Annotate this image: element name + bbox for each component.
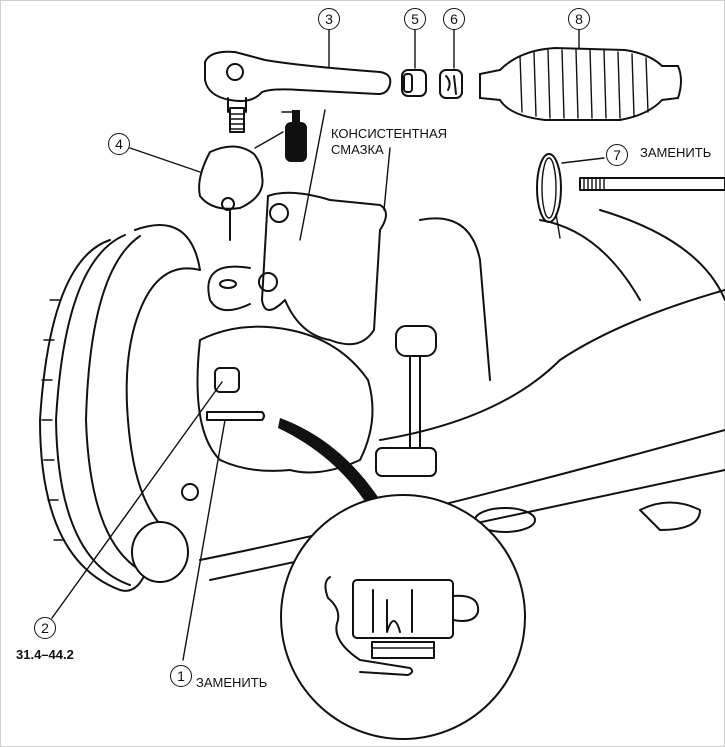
tie-rod-end [204, 50, 392, 133]
brake-disc [39, 224, 201, 592]
callout-1: 1 [170, 665, 192, 687]
callout-6: 6 [443, 8, 465, 30]
strut [207, 191, 387, 346]
callout-2-number: 2 [41, 620, 49, 636]
grease-can [254, 110, 307, 162]
torque-spec: 31.4–44.2 [16, 647, 74, 662]
steering-knuckle [131, 325, 374, 583]
stabilizer-link [375, 325, 437, 477]
cotter-pin-detail [280, 494, 526, 740]
grease-label-line2: СМАЗКА [331, 142, 384, 157]
locknut [401, 69, 427, 97]
callout-5-number: 5 [411, 11, 419, 27]
callout-3-number: 3 [325, 11, 333, 27]
callout-3: 3 [318, 8, 340, 30]
boot-band [536, 153, 725, 239]
callout-1-note: ЗАМЕНИТЬ [196, 675, 268, 690]
clip [439, 69, 463, 99]
callout-1-number: 1 [177, 668, 185, 684]
callout-7: 7 [606, 144, 628, 166]
ball-joint-boot [198, 145, 264, 241]
callout-6-number: 6 [450, 11, 458, 27]
callout-7-number: 7 [613, 147, 621, 163]
callout-4-number: 4 [115, 136, 123, 152]
callout-2: 2 [34, 617, 56, 639]
callout-8-number: 8 [575, 11, 583, 27]
leader-lines [51, 29, 605, 661]
callout-5: 5 [404, 8, 426, 30]
callout-4: 4 [108, 133, 130, 155]
callout-8: 8 [568, 8, 590, 30]
detail-arrow [278, 418, 380, 506]
grease-label-line1: КОНСИСТЕНТНАЯ [331, 126, 448, 141]
steering-boot [479, 46, 682, 121]
callout-7-note: ЗАМЕНИТЬ [640, 145, 712, 160]
